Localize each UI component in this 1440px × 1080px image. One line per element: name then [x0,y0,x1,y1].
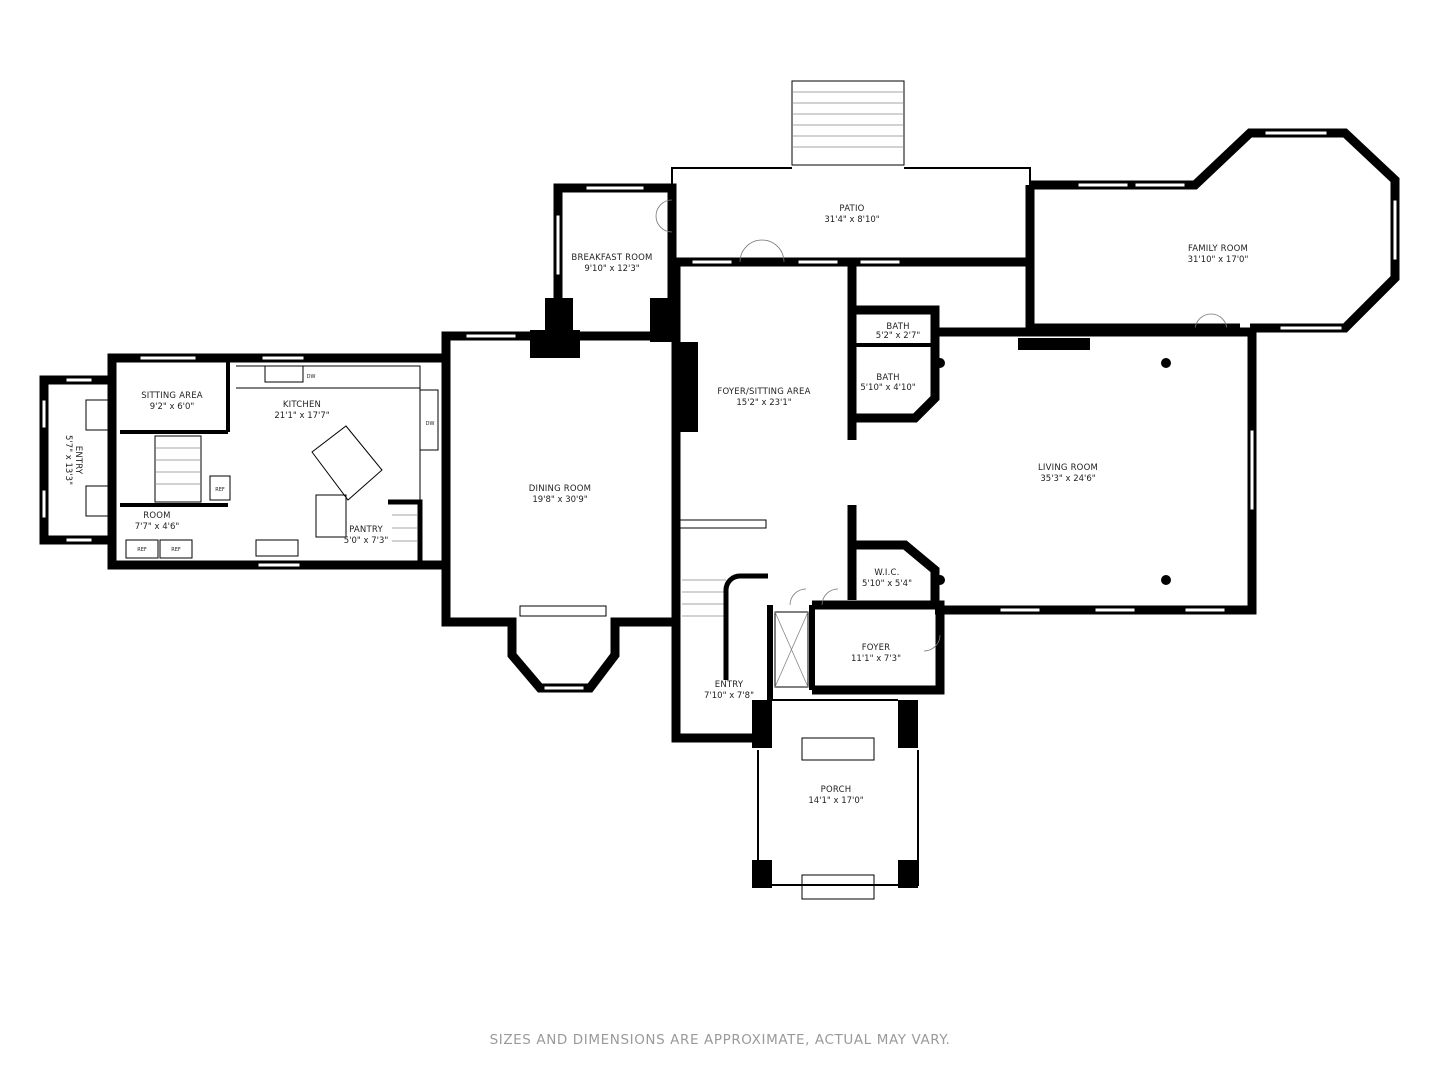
breakfast-room-dims: 9'10" x 12'3" [584,264,639,274]
bath-name: BATH [876,373,899,383]
entry-dims: 7'10" x 7'8" [704,691,754,701]
dw-label-side: DW [426,421,435,427]
ref-label-a: REF [137,547,147,553]
wic-name: W.I.C. [874,568,899,578]
entry-name: ENTRY [715,680,744,690]
patio-steps [791,80,905,166]
foyer-sitting-name: FOYER/SITTING AREA [717,387,810,397]
family-room-walls [1025,128,1400,333]
family-room-name: FAMILY ROOM [1188,244,1248,254]
foyer-dims: 11'1" x 7'3" [851,654,901,664]
foyer-sitting-dims: 15'2" x 23'1" [736,398,791,408]
porch-walls [752,699,919,900]
disclaimer-text: SIZES AND DIMENSIONS ARE APPROXIMATE, AC… [489,1032,951,1048]
porch-dims: 14'1" x 17'0" [808,796,863,806]
ref-label-small: REF [215,487,225,493]
dining-room-dims: 19'8" x 30'9" [532,495,587,505]
sitting-area-name: SITTING AREA [141,391,203,401]
kitchen-name: KITCHEN [283,400,321,410]
room-dims: 7'7" x 4'6" [135,522,180,532]
living-room-dims: 35'3" x 24'6" [1040,474,1095,484]
wic-dims: 5'10" x 5'4" [862,579,912,589]
foyer-name: FOYER [862,643,891,653]
side-entry-name: ENTRY [73,446,83,475]
room-labels: PATIO 31'4" x 8'10" FAMILY ROOM 31'10" x… [63,204,1248,806]
family-room-dims: 31'10" x 17'0" [1188,255,1249,265]
side-entry-walls [39,375,113,545]
bath-dims: 5'10" x 4'10" [860,383,915,393]
breakfast-room-name: BREAKFAST ROOM [571,253,652,263]
living-room-walls [935,327,1257,615]
room-name: ROOM [143,511,170,521]
patio-dims: 31'4" x 8'10" [824,215,879,225]
porch-name: PORCH [821,785,852,795]
front-entry-walls [671,519,945,743]
kitchen-dims: 21'1" x 17'7" [274,411,329,421]
side-entry-dims: 5'7" x 13'3" [63,435,73,485]
dining-room-name: DINING ROOM [529,484,591,494]
bath-small-name: BATH [886,322,909,332]
bath-small-dims: 5'2" x 2'7" [876,331,921,341]
pantry-name: PANTRY [349,525,383,535]
patio-name: PATIO [839,204,864,214]
pantry-dims: 5'0" x 7'3" [344,536,389,546]
kitchen-walls: DW DW REF REF REF [107,353,446,570]
sitting-area-dims: 9'2" x 6'0" [150,402,195,412]
living-room-name: LIVING ROOM [1038,463,1098,473]
dw-label-top: DW [307,374,316,380]
dining-room-walls [441,330,676,693]
ref-label-b: REF [171,547,181,553]
